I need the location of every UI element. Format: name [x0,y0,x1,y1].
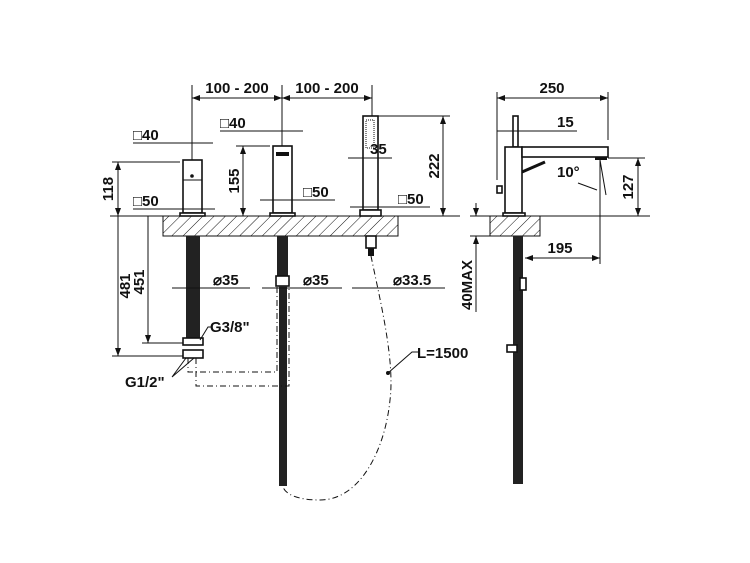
supply-line-hot [195,286,290,387]
angle-label: 10° [557,164,580,181]
dimension-spacing [191,85,373,160]
spout-square-base-label: □50 [303,184,329,201]
spacing-right-label: 100 - 200 [295,80,358,97]
spout-square-top-label: □40 [220,115,246,132]
shower-square-base-label: □50 [398,191,424,208]
deck-thickness-label: 40MAX [459,260,476,310]
spout-body [269,145,296,486]
mixer-body [179,159,206,359]
shower-hole-diameter-label: ⌀33.5 [393,272,431,289]
hose-length-label: L=1500 [417,345,468,362]
shower-height-label: 222 [426,153,443,178]
mixer-height-label: 118 [100,177,117,201]
countertop-front [110,215,460,237]
thread-large-label: G1/2" [125,374,165,391]
spout-height-label: 155 [226,168,243,193]
mixer-depth-total-label: 481 [117,273,134,298]
supply-line-cold [187,286,278,373]
side-view-faucet [496,115,609,484]
total-length-label: 250 [539,80,564,97]
mixer-square-top-label: □40 [133,127,159,144]
reach-label: 195 [547,240,572,257]
spout-hole-diameter-label: ⌀35 [303,272,329,289]
mixer-hole-diameter-label: ⌀35 [213,272,239,289]
handshower-body [359,115,382,256]
shower-width-label: 35 [370,141,387,158]
thread-small-label: G3/8" [210,319,250,336]
spacing-left-label: 100 - 200 [205,80,268,97]
mixer-depth-inner-label: 451 [131,269,148,294]
stem-offset-label: 15 [557,114,574,131]
countertop-side [470,215,650,237]
mixer-square-base-label: □50 [133,193,159,210]
spout-height-side-label: 127 [620,174,637,199]
shower-hose [282,255,392,501]
